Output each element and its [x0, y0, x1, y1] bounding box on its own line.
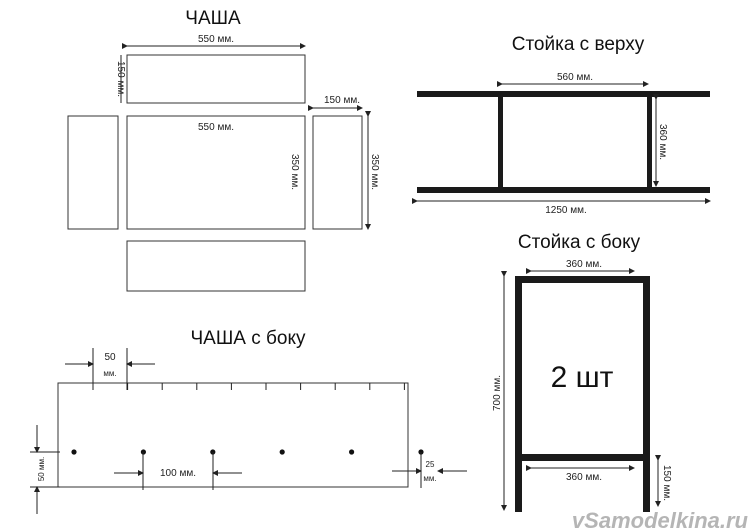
dim-height: 700 мм.: [492, 375, 503, 411]
bowl-title: ЧАША: [185, 8, 241, 29]
dim-inner: 350 мм.: [289, 154, 300, 190]
stand-side-view: Стойка с боку 360 мм. 360 мм. 700 мм. 15…: [492, 232, 672, 512]
stand-top-view: Стойка с верху 560 мм. 360 мм. 1250 мм.: [412, 34, 711, 216]
dim-spacing-num: 50: [104, 352, 116, 363]
dim-holes: 100 мм.: [160, 468, 196, 479]
hole-dot: [279, 449, 285, 455]
dim-height: 360 мм.: [657, 124, 668, 160]
panel-left: [67, 115, 119, 230]
dim-length: 1250 мм.: [545, 205, 587, 216]
hole-dot: [349, 449, 355, 455]
watermark: vSamodelkina.ru: [572, 508, 749, 531]
dim-bottom: 360 мм.: [566, 472, 602, 483]
quantity-label: 2 шт: [551, 361, 614, 394]
dim-left: 150 мм.: [115, 61, 126, 97]
dim-inner: 560 мм.: [557, 72, 593, 83]
dim-edge-unit: мм.: [423, 474, 436, 483]
bowl-side-title: ЧАША с боку: [191, 328, 306, 349]
side-panel: [57, 382, 409, 488]
panel-right: [312, 115, 363, 230]
dim-side-width: 150 мм.: [324, 95, 360, 106]
bowl-top-view: ЧАША 550 мм. 150 мм. 550 мм. 350 мм. 150…: [67, 8, 380, 292]
hole-dot: [71, 449, 77, 455]
panel-top: [126, 54, 306, 104]
dim-leg: 150 мм.: [661, 465, 672, 501]
dim-edge-num: 25: [426, 460, 435, 469]
panel-bottom: [126, 115, 306, 230]
dim-height: 50 мм.: [37, 457, 46, 481]
dim-spacing-unit: мм.: [103, 369, 116, 378]
stand-top-title: Стойка с верху: [512, 34, 645, 55]
panel-front: [126, 240, 306, 292]
dim-top: 360 мм.: [566, 259, 602, 270]
dim-top: 550 мм.: [198, 34, 234, 45]
bowl-side-view: ЧАША с боку 50 мм. 100 мм. 25 мм. 50 мм.: [30, 328, 467, 514]
dim-center: 550 мм.: [198, 122, 234, 133]
stand-side-title: Стойка с боку: [518, 232, 641, 253]
dim-right: 350 мм.: [369, 154, 380, 190]
